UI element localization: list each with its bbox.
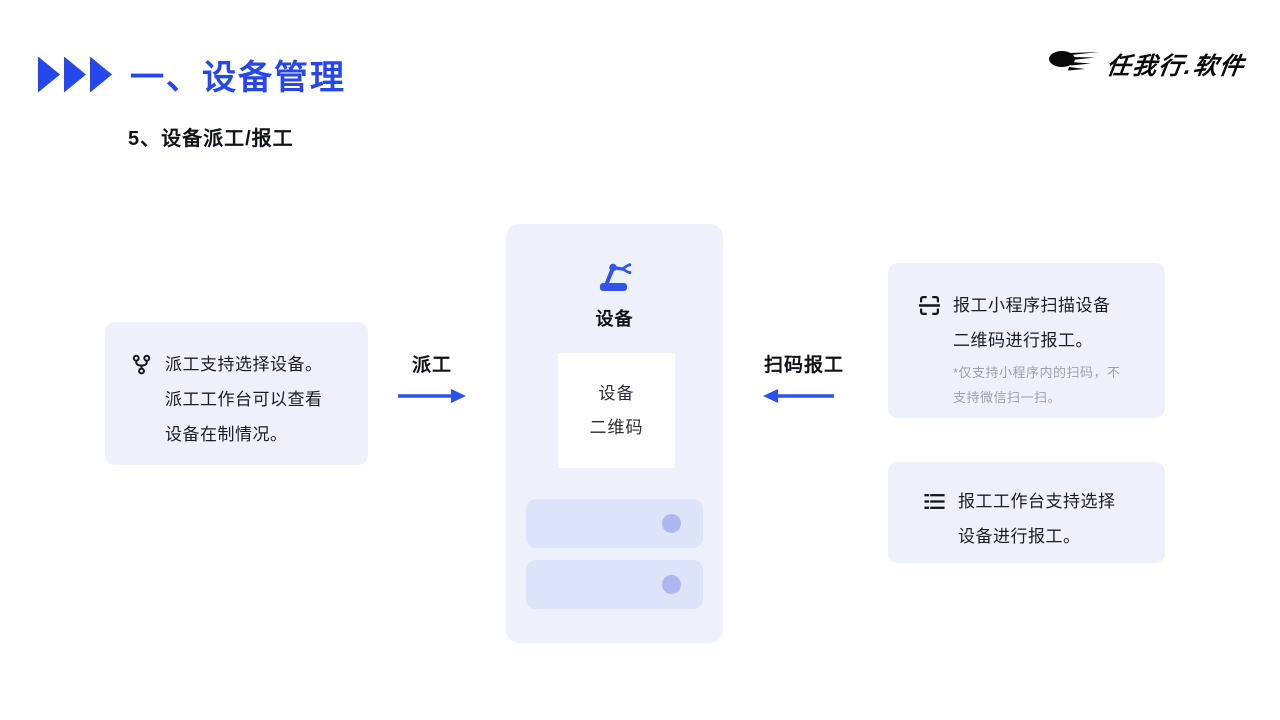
scan-report-card-text: 报工小程序扫描设备 二维码进行报工。 — [953, 288, 1121, 358]
logo-swoosh-icon — [1049, 46, 1107, 81]
dispatch-info-card: 派工支持选择设备。 派工工作台可以查看 设备在制情况。 — [105, 322, 368, 465]
text-line: 派工支持选择设备。 — [165, 355, 323, 374]
text-line: 二维码进行报工。 — [953, 331, 1093, 350]
scan-report-flow-label: 扫码报工 — [763, 355, 844, 376]
qr-scan-icon — [918, 295, 941, 410]
qr-box-line: 设备 — [598, 384, 635, 403]
workbench-report-info-card: 报工工作台支持选择 设备进行报工。 — [888, 462, 1165, 563]
right-triangle-icon — [90, 56, 112, 93]
dispatch-flow-label: 派工 — [411, 355, 452, 376]
scan-report-footnote: *仅支持小程序内的扫码，不 支持微信扫一扫。 — [953, 360, 1121, 410]
text-line: 报工工作台支持选择 — [958, 492, 1116, 511]
section-subtitle: 5、设备派工/报工 — [128, 128, 294, 150]
note-line: 支持微信扫一扫。 — [953, 390, 1062, 405]
qr-box-line: 二维码 — [589, 418, 644, 437]
merge-branch-icon — [131, 354, 152, 452]
device-label: 设备 — [595, 309, 634, 329]
text-line: 派工工作台可以查看 — [165, 390, 323, 409]
placeholder-bar — [526, 499, 703, 548]
workbench-card-text: 报工工作台支持选择 设备进行报工。 — [958, 484, 1116, 554]
title-arrows-icon — [38, 56, 112, 93]
device-qr-code-box: 设备 二维码 — [558, 353, 675, 468]
right-triangle-icon — [64, 56, 86, 93]
scan-report-info-card: 报工小程序扫描设备 二维码进行报工。 *仅支持小程序内的扫码，不 支持微信扫一扫… — [888, 263, 1165, 418]
robot-arm-icon — [506, 260, 723, 297]
page-title: 一、设备管理 — [130, 59, 346, 97]
right-triangle-icon — [38, 56, 60, 93]
arrow-right-icon — [397, 388, 467, 409]
dispatch-card-text: 派工支持选择设备。 派工工作台可以查看 设备在制情况。 — [165, 347, 323, 452]
arrow-left-icon — [757, 388, 835, 409]
bar-dot — [662, 575, 681, 594]
logo-text: 任我行.软件 — [1105, 53, 1248, 80]
company-logo: 任我行.软件 — [1049, 46, 1248, 81]
device-card: 设备 设备 二维码 — [506, 224, 723, 643]
placeholder-bar — [526, 560, 703, 609]
list-icon — [924, 491, 945, 554]
text-line: 报工小程序扫描设备 — [953, 296, 1111, 315]
note-line: *仅支持小程序内的扫码，不 — [953, 365, 1121, 380]
bar-dot — [662, 514, 681, 533]
text-line: 设备在制情况。 — [165, 425, 288, 444]
header: 一、设备管理 — [38, 50, 346, 99]
text-line: 设备进行报工。 — [958, 527, 1081, 546]
